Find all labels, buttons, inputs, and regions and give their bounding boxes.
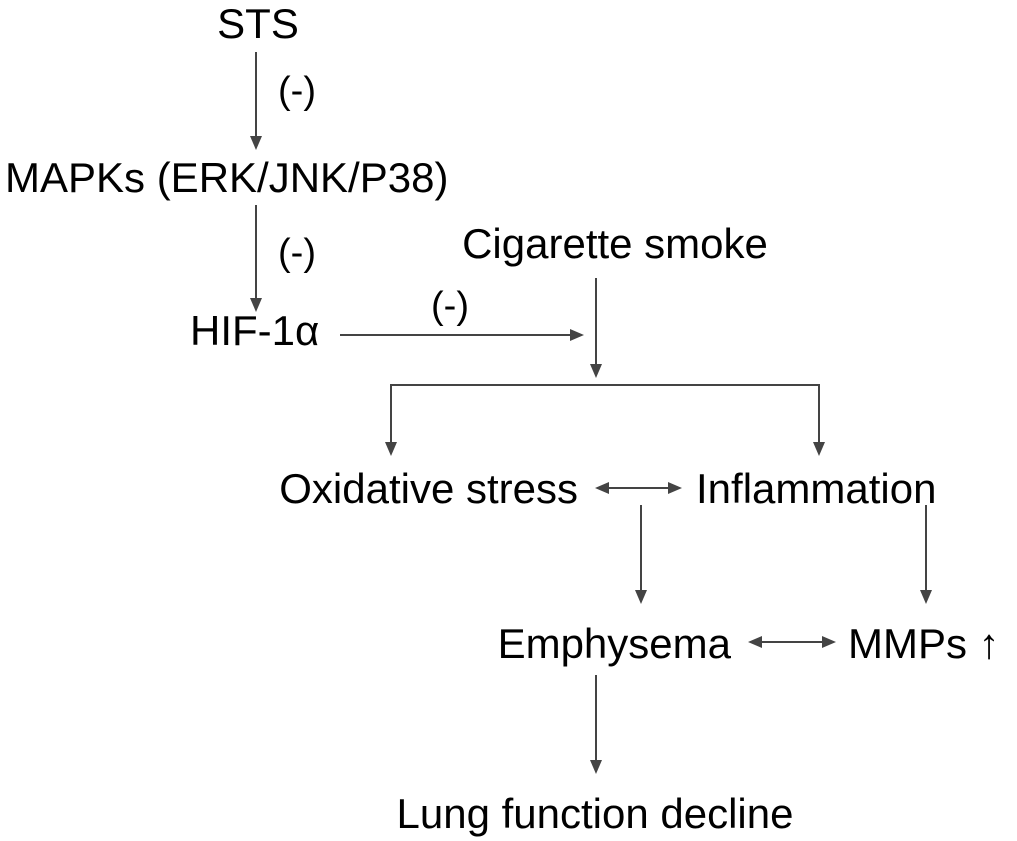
arrow-sts-to-mapks [250, 52, 262, 150]
arrow-smoke-down [590, 278, 602, 378]
split-bracket [385, 384, 825, 456]
arrow-oxidative-inflammation [595, 482, 682, 494]
edge-label-sts-mapks: (-) [278, 70, 316, 112]
node-lung-function-decline: Lung function decline [397, 790, 794, 837]
node-hif-1a: HIF-1α [190, 307, 319, 354]
edge-label-hif-smoke: (-) [431, 285, 469, 327]
node-oxidative-stress: Oxidative stress [279, 465, 578, 512]
arrow-emphysema-to-lung [590, 675, 602, 774]
arrow-to-emphysema [635, 505, 647, 604]
node-cigarette-smoke: Cigarette smoke [462, 220, 768, 267]
node-inflammation: Inflammation [696, 465, 936, 512]
arrow-emphysema-mmps [748, 636, 836, 648]
arrow-mapks-to-hif [250, 205, 262, 312]
node-emphysema: Emphysema [498, 620, 732, 667]
node-mmps: MMPs ↑ [848, 620, 1000, 667]
node-sts: STS [217, 0, 299, 47]
arrow-hif-to-junction [340, 329, 584, 341]
edge-label-mapks-hif: (-) [278, 232, 316, 274]
node-mapks: MAPKs (ERK/JNK/P38) [5, 154, 448, 201]
arrow-inflammation-to-mmps [920, 505, 932, 604]
